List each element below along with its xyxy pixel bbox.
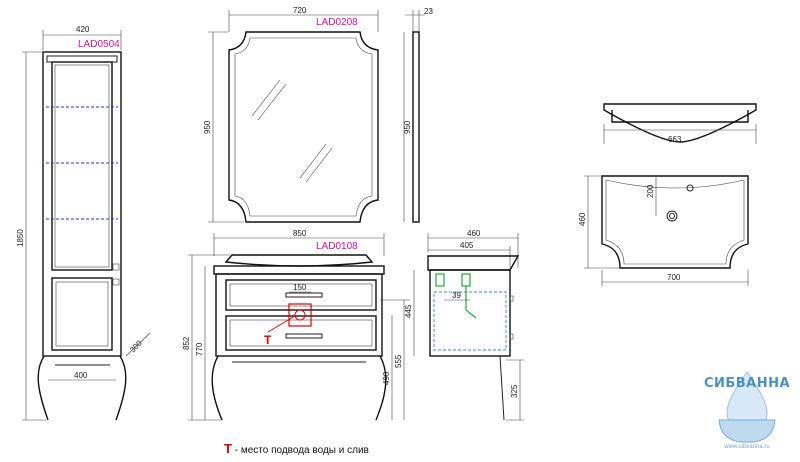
basin-top-width-label: 663 — [668, 135, 682, 144]
column-height-label: 1850 — [16, 229, 25, 247]
pipe-height-label: 39 — [452, 291, 461, 300]
logo-url: www.sibvanna.ru — [724, 444, 770, 450]
side-leg-height-label: 325 — [510, 384, 519, 398]
vanity-front: 850 LAD0108 T 150 852 770 555 490 — [182, 229, 410, 421]
brand-logo: СИБВАННА www.sibvanna.ru — [697, 372, 797, 457]
logo-name: СИБВАННА — [703, 376, 791, 391]
pipe-offset-label: 150 — [293, 283, 307, 292]
vanity-lower-height-label: 555 — [394, 354, 403, 368]
mirror-side-height-label: 950 — [403, 120, 412, 134]
mirror-depth-label: 23 — [424, 7, 433, 16]
vanity-width-label: 850 — [293, 229, 307, 238]
column-base-width-label: 400 — [74, 371, 88, 380]
bathtub-icon — [718, 372, 776, 443]
legend: T - место подвода воды и слив — [224, 441, 369, 456]
vanity-body-height-label: 770 — [195, 342, 204, 356]
column-cabinet: 420 LAD0504 1850 400 300 — [16, 25, 151, 421]
column-code-label: LAD0504 — [78, 39, 120, 50]
legend-marker: T — [224, 441, 232, 456]
side-drawers-height-label: 445 — [404, 304, 413, 318]
mirror-code-label: LAD0208 — [316, 17, 358, 28]
basin-views: 663 200 460 700 — [578, 103, 757, 286]
side-body-depth-label: 405 — [460, 241, 474, 250]
vanity-side-view: 460 405 39 445 325 — [404, 229, 524, 421]
mirror-width-label: 720 — [293, 6, 307, 15]
pipe-marker: T — [264, 333, 272, 347]
mirror: 720 LAD0208 950 — [203, 6, 379, 223]
basin-plan-width-label: 700 — [667, 273, 681, 282]
mirror-side-view: 23 950 — [403, 7, 433, 223]
mirror-height-label: 950 — [203, 120, 212, 134]
side-total-depth-label: 460 — [467, 229, 481, 238]
basin-plan-depth-label: 460 — [578, 212, 587, 226]
legend-text: - место подвода воды и слив — [234, 445, 369, 456]
basin-drain-offset-label: 200 — [646, 184, 655, 198]
column-width-label: 420 — [76, 25, 90, 34]
vanity-leg-height-label: 490 — [382, 371, 391, 385]
vanity-code-label: LAD0108 — [316, 241, 358, 252]
vanity-total-height-label: 852 — [182, 336, 191, 350]
